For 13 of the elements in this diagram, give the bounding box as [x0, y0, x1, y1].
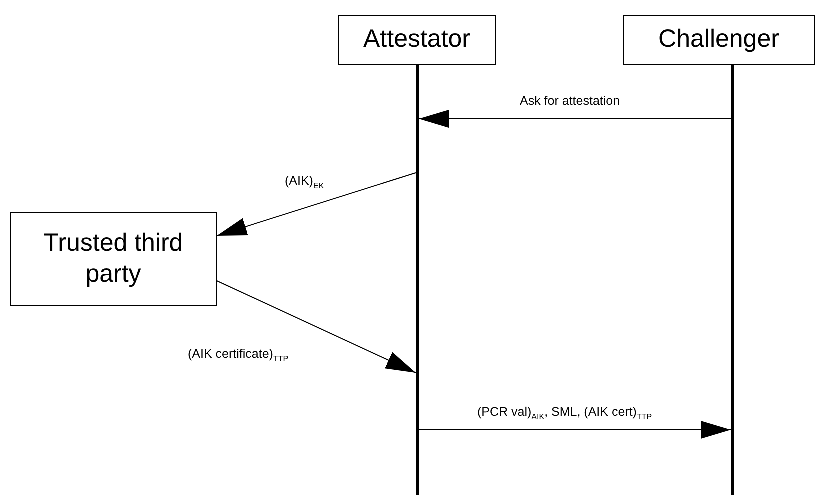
arrow: [418, 421, 732, 439]
message-label: (AIK certificate)$_{TTP}$: [187, 347, 290, 364]
participant-box: Attestator: [338, 15, 496, 65]
message-label: (PCR val)$_{AIK}$, SML, (AIK cert)$_{TTP}$: [476, 405, 654, 422]
participant-box: Challenger: [623, 15, 815, 65]
arrow: [418, 110, 732, 128]
message-label: Ask for attestation: [519, 94, 622, 108]
message-label: (AIK)$_{EK}$: [284, 174, 326, 190]
lifeline: [416, 65, 419, 495]
lifeline: [731, 65, 734, 495]
arrow: [216, 280, 416, 374]
arrow: [216, 172, 416, 236]
participant-box: Trusted third party: [10, 212, 217, 306]
